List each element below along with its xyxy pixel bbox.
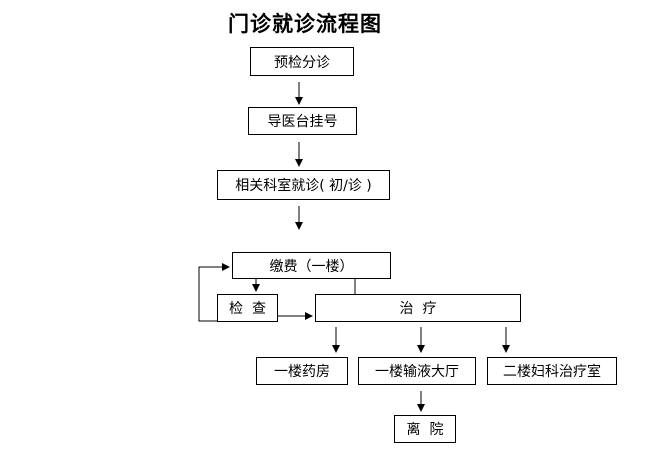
- node-gynecology-label: 二楼妇科治疗室: [503, 364, 601, 380]
- node-leave: 离 院: [394, 415, 456, 443]
- node-guide-desk: 导医台挂号: [248, 107, 357, 135]
- node-treatment: 治 疗: [315, 294, 521, 322]
- node-precheck: 预检分诊: [250, 47, 354, 76]
- node-pharmacy-label: 一楼药房: [274, 364, 330, 380]
- node-payment-label: 缴费（一楼）: [269, 258, 354, 275]
- node-gynecology: 二楼妇科治疗室: [487, 357, 617, 385]
- node-treatment-label: 治 疗: [399, 301, 437, 317]
- node-guide-desk-label: 导医台挂号: [267, 114, 338, 130]
- node-examination-label: 检 查: [229, 301, 266, 317]
- page-title: 门诊就诊流程图: [228, 11, 382, 36]
- arrow-examination-loop-to-payment: [198, 263, 230, 322]
- node-leave-label: 离 院: [406, 422, 444, 438]
- node-department: 相关科室就诊( 初/诊 ): [217, 170, 390, 200]
- node-precheck-label: 预检分诊: [274, 54, 330, 71]
- node-pharmacy: 一楼药房: [256, 357, 348, 385]
- node-examination: 检 查: [217, 294, 278, 322]
- node-department-label: 相关科室就诊( 初/诊 ): [235, 178, 372, 194]
- node-infusion-hall: 一楼输液大厅: [358, 357, 476, 385]
- node-payment: 缴费（一楼）: [232, 252, 391, 279]
- node-infusion-hall-label: 一楼输液大厅: [375, 364, 459, 380]
